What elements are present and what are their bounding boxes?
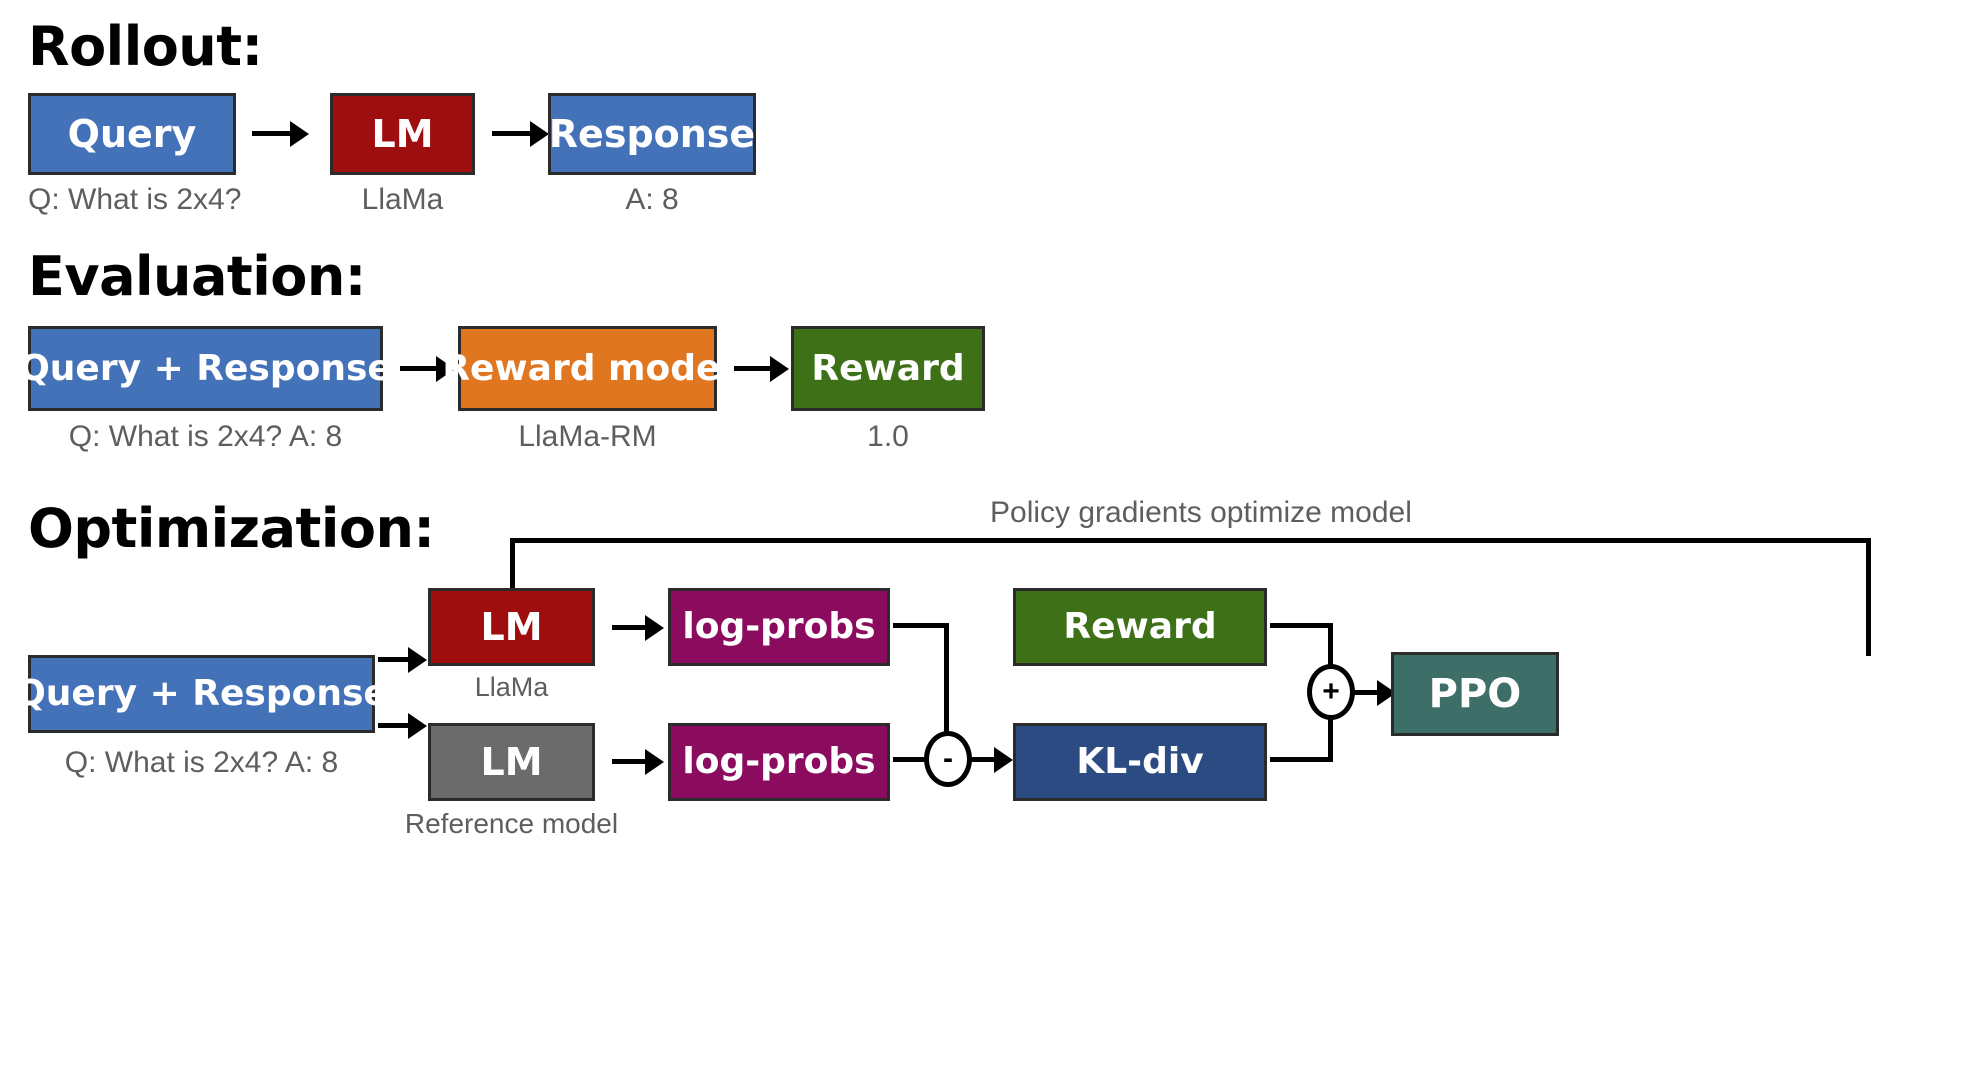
arrowhead-rollout-2 (530, 121, 549, 147)
operator-minus-label: - (943, 742, 953, 775)
arrowhead-minus-to-kl (994, 747, 1013, 773)
connector-logprobs-top-out (893, 623, 949, 628)
connector-logprobs-bottom-out (893, 757, 924, 762)
caption-evaluation-query-response: Q: What is 2x4? A: 8 (68, 420, 343, 453)
node-evaluation-reward-model[interactable]: Reward model (442, 326, 733, 411)
node-optimization-policy-lm[interactable]: LM (428, 588, 595, 666)
node-label: Reward (811, 347, 965, 389)
node-optimization-logprobs-bottom[interactable]: log-probs (668, 723, 890, 801)
arrowhead-qr-to-reference-lm (408, 713, 427, 739)
node-rollout-response[interactable]: Response (548, 93, 756, 175)
section-title-rollout: Rollout: (28, 15, 263, 78)
connector-plus-to-ppo (1353, 690, 1381, 695)
connector-policy-lm-to-logprobs (612, 625, 648, 630)
node-label: Response (548, 112, 756, 156)
connector-rollout-1 (252, 131, 292, 136)
arrowhead-rollout-1 (290, 121, 309, 147)
operator-plus-label: + (1322, 675, 1340, 708)
caption-evaluation-reward: 1.0 (867, 420, 909, 453)
connector-reward-down (1328, 623, 1333, 670)
connector-qr-to-policy-lm (378, 657, 411, 662)
connector-reward-out (1270, 623, 1333, 628)
node-label: Query (67, 112, 197, 156)
connector-reference-lm-to-logprobs (612, 759, 648, 764)
node-label: Reward model (442, 347, 733, 389)
node-label: Query + Response (19, 347, 392, 389)
node-label: log-probs (682, 741, 876, 782)
node-evaluation-query-response[interactable]: Query + Response (19, 326, 392, 411)
node-optimization-logprobs-top[interactable]: log-probs (668, 588, 890, 666)
connector-minus-to-kl (970, 757, 998, 762)
arrowhead-evaluation-2 (770, 356, 789, 382)
connector-evaluation-2 (734, 366, 772, 371)
node-label: LM (480, 605, 543, 649)
caption-rollout-lm: LlaMa (361, 183, 444, 216)
caption-optimization-query-response: Q: What is 2x4? A: 8 (64, 746, 339, 779)
caption-optimization-reference-lm: Reference model (404, 808, 619, 839)
feedback-line-vertical-left (510, 538, 515, 619)
node-rollout-query[interactable]: Query (28, 93, 236, 175)
connector-qr-to-reference-lm (378, 723, 411, 728)
connector-evaluation-1 (400, 366, 438, 371)
node-label: LM (371, 112, 434, 156)
connector-kl-up (1328, 712, 1333, 759)
node-label: PPO (1428, 671, 1522, 717)
connector-logprobs-top-down (944, 623, 949, 737)
node-evaluation-reward[interactable]: Reward (791, 326, 985, 411)
node-rollout-lm[interactable]: LM (330, 93, 475, 175)
operator-plus: + (1307, 664, 1355, 720)
node-label: Reward (1063, 606, 1217, 647)
connector-rollout-2 (492, 131, 532, 136)
section-title-evaluation: Evaluation: (28, 245, 366, 308)
node-label: log-probs (682, 606, 876, 647)
node-label: Query + Response (15, 673, 388, 714)
feedback-line-vertical-right (1866, 538, 1871, 656)
section-title-optimization: Optimization: (28, 497, 435, 560)
annotation-policy-gradients: Policy gradients optimize model (990, 496, 1412, 529)
caption-rollout-query: Q: What is 2x4? (28, 183, 242, 216)
arrowhead-evaluation-1 (436, 356, 455, 382)
arrowhead-reference-lm-to-logprobs (645, 749, 664, 775)
node-label: KL-div (1076, 741, 1204, 782)
node-optimization-reward[interactable]: Reward (1013, 588, 1267, 666)
connector-kl-out (1270, 757, 1333, 762)
caption-rollout-response: A: 8 (625, 183, 679, 216)
node-optimization-ppo[interactable]: PPO (1391, 652, 1559, 736)
node-optimization-reference-lm[interactable]: LM (428, 723, 595, 801)
operator-minus: - (924, 731, 972, 787)
arrowhead-qr-to-policy-lm (408, 647, 427, 673)
node-optimization-kl-div[interactable]: KL-div (1013, 723, 1267, 801)
node-label: LM (480, 740, 543, 784)
caption-optimization-policy-lm: LlaMa (474, 672, 549, 702)
caption-evaluation-reward-model: LlaMa-RM (518, 420, 657, 453)
feedback-line-horizontal (510, 538, 1871, 543)
arrowhead-policy-lm-to-logprobs (645, 615, 664, 641)
node-optimization-query-response[interactable]: Query + Response (15, 655, 388, 733)
